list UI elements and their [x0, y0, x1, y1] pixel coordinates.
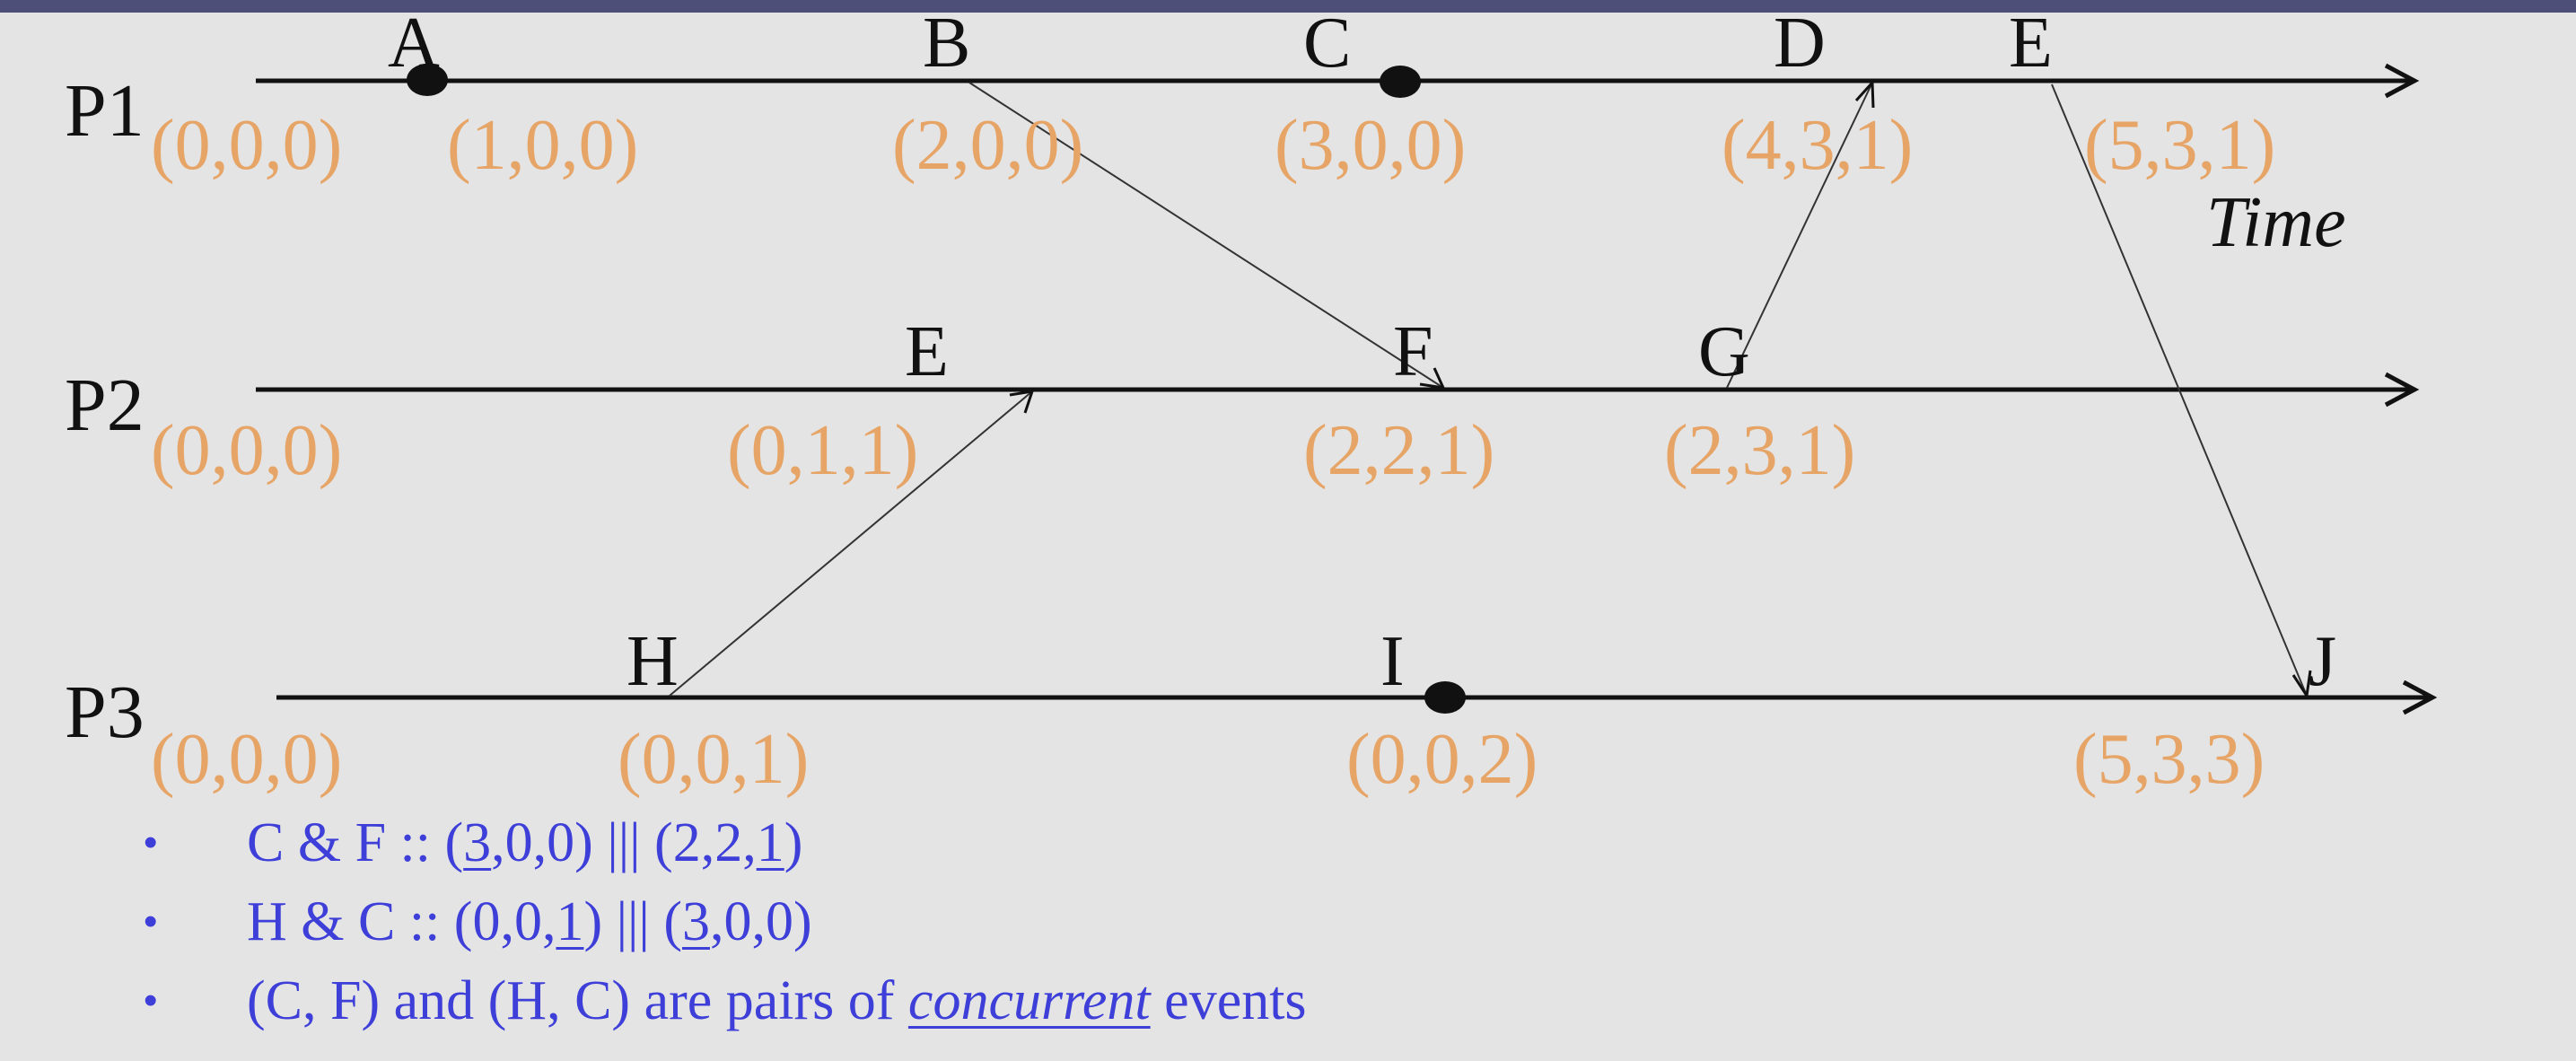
bullet-text-pre: (C, F) and (H, C) are pairs of [247, 970, 908, 1031]
message-b-to-f [968, 82, 1444, 389]
bullet-text-post: events [1150, 970, 1307, 1031]
bullet-text-underlined: 1 [556, 891, 584, 952]
bullet-text-pre: C & F :: ( [247, 812, 464, 873]
p1-arrowhead [2384, 63, 2420, 99]
event-label-j: J [2309, 622, 2337, 701]
bullet-dot: • [144, 899, 158, 943]
bullet-c-f: • C & F :: (3,0,0) ||| (2,2,1) [144, 803, 1307, 882]
message-e-to-j [2051, 83, 2308, 697]
timestamp-p1-b: (2,0,0) [892, 106, 1084, 185]
event-dot-a [407, 64, 448, 96]
bullet-dot: • [144, 820, 158, 864]
process-label-p2: P2 [65, 364, 145, 447]
p2-arrowhead [2384, 372, 2420, 408]
timestamp-p3-start: (0,0,0) [151, 720, 343, 799]
bullet-dot: • [144, 978, 158, 1022]
bullet-text-mid: ,0,0) ||| (2,2, [491, 812, 757, 873]
timestamp-p1-d: (4,3,1) [1722, 106, 1914, 185]
process-label-p3: P3 [65, 671, 145, 754]
message-h-to-e [669, 390, 1033, 697]
timestamp-p3-h: (0,0,1) [618, 720, 810, 799]
bullet-h-c: • H & C :: (0,0,1) ||| (3,0,0) [144, 882, 1307, 961]
event-label-f: F [1393, 312, 1433, 391]
bullet-text-mid: ) ||| ( [583, 891, 682, 952]
bullet-text-pre: H & C :: (0,0, [247, 891, 556, 952]
bullet-concurrent-pairs: • (C, F) and (H, C) are pairs of concurre… [144, 961, 1307, 1040]
event-label-b: B [923, 4, 971, 83]
timestamp-p3-i: (0,0,2) [1346, 720, 1538, 799]
event-dot-c [1380, 66, 1421, 98]
event-label-i: I [1380, 622, 1405, 701]
bullet-text-underlined: 3 [681, 891, 710, 952]
event-label-e-p1: E [2009, 4, 2053, 83]
time-axis-label: Time [2206, 183, 2346, 262]
message-g-to-d [1726, 82, 1873, 389]
message-g-to-d-arrowhead [1854, 79, 1875, 109]
bullet-text-post: ) [784, 812, 803, 873]
bullet-text-post: ,0,0) [709, 891, 812, 952]
timestamp-p1-a: (0,0,0) [151, 106, 343, 185]
event-label-a: A [388, 4, 440, 83]
p3-arrowhead [2402, 680, 2438, 715]
process-label-p1: P1 [65, 69, 145, 153]
event-label-c: C [1303, 4, 1352, 83]
event-label-d: D [1774, 4, 1826, 83]
timestamp-p1-c: (3,0,0) [1275, 106, 1467, 185]
event-label-g: G [1698, 312, 1750, 391]
event-label-e-p2: E [905, 312, 949, 391]
timestamp-p2-g: (2,3,1) [1664, 411, 1856, 490]
concurrency-bullets: •C & F :: (3,0,0) ||| (2,2,1) •H & C :: … [144, 803, 1307, 1040]
timestamp-p2-start: (0,0,0) [151, 411, 343, 490]
timestamp-p2-e: (0,1,1) [727, 411, 919, 490]
message-b-to-f-arrowhead [1419, 367, 1446, 390]
timestamp-p3-j: (5,3,3) [2073, 720, 2265, 799]
event-label-h: H [626, 622, 679, 701]
slide-top-bar [0, 0, 2576, 13]
message-e-to-j-arrowhead [2291, 670, 2312, 700]
timestamp-p1-a2: (1,0,0) [447, 106, 639, 185]
timestamp-p2-f: (2,2,1) [1303, 411, 1495, 490]
bullet-text-emphasis: concurrent [907, 970, 1151, 1031]
message-h-to-e-arrowhead [1009, 390, 1035, 414]
bullet-text-underlined: 1 [756, 812, 784, 873]
timestamp-p1-e: (5,3,1) [2084, 106, 2276, 185]
bullet-text-underlined: 3 [463, 812, 492, 873]
event-dot-i [1424, 681, 1466, 714]
